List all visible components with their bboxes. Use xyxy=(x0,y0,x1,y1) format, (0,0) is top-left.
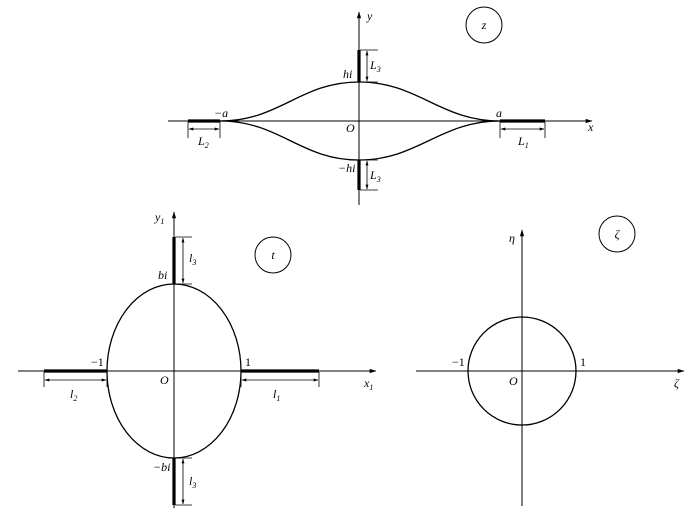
t-l3-bottom-label: l3 xyxy=(189,474,196,490)
t-top-label: bi xyxy=(158,268,167,282)
z-left-label: −a xyxy=(214,106,228,120)
z-right-label: a xyxy=(496,106,502,120)
t-y-axis-label: y1 xyxy=(154,210,164,226)
z-plane-badge-label: z xyxy=(481,18,487,32)
z-top-label: hi xyxy=(343,67,352,81)
t-plane-badge xyxy=(254,236,292,274)
t-l2-label: l2 xyxy=(70,387,77,403)
t-l1-label: l1 xyxy=(273,387,280,403)
z-upper-curve xyxy=(219,81,501,122)
z-L1-label: L1 xyxy=(517,134,529,150)
z-bottom-label: −hi xyxy=(338,161,355,175)
zeta-plane-badge-label: ζ xyxy=(615,227,621,241)
t-bottom-label: −bi xyxy=(153,460,170,474)
t-l3-top-label: l3 xyxy=(189,251,196,267)
z-origin-label: O xyxy=(346,121,355,135)
zeta-plane-badge xyxy=(598,215,636,253)
zeta-plane: η ζ O −1 1 ζ xyxy=(416,215,685,506)
zeta-origin-label: O xyxy=(509,374,518,388)
z-plane: y x O hi −hi −a a L2 L1 L3 L3 z xyxy=(168,6,594,205)
z-L2-label: L2 xyxy=(197,134,209,150)
z-L3-top-label: L3 xyxy=(369,58,381,74)
zeta-unit-circle xyxy=(467,316,577,426)
z-plane-badge xyxy=(465,6,503,44)
t-origin-label: O xyxy=(160,373,169,387)
t-right-label: 1 xyxy=(245,355,251,369)
zeta-x-axis-label: ζ xyxy=(674,376,680,390)
t-plane-badge-label: t xyxy=(271,248,275,262)
t-plane: y1 x1 O bi −bi −1 1 l2 l1 l3 l3 t xyxy=(18,210,377,508)
z-x-axis-label: x xyxy=(587,120,594,134)
zeta-right-label: 1 xyxy=(580,355,586,369)
z-y-axis-label: y xyxy=(366,9,373,23)
z-L3-bottom-label: L3 xyxy=(369,168,381,184)
t-x-axis-label: x1 xyxy=(363,376,373,392)
zeta-y-axis-label: η xyxy=(509,231,515,245)
zeta-left-label: −1 xyxy=(452,355,465,369)
z-lower-curve xyxy=(219,120,501,161)
t-left-label: −1 xyxy=(91,355,104,369)
